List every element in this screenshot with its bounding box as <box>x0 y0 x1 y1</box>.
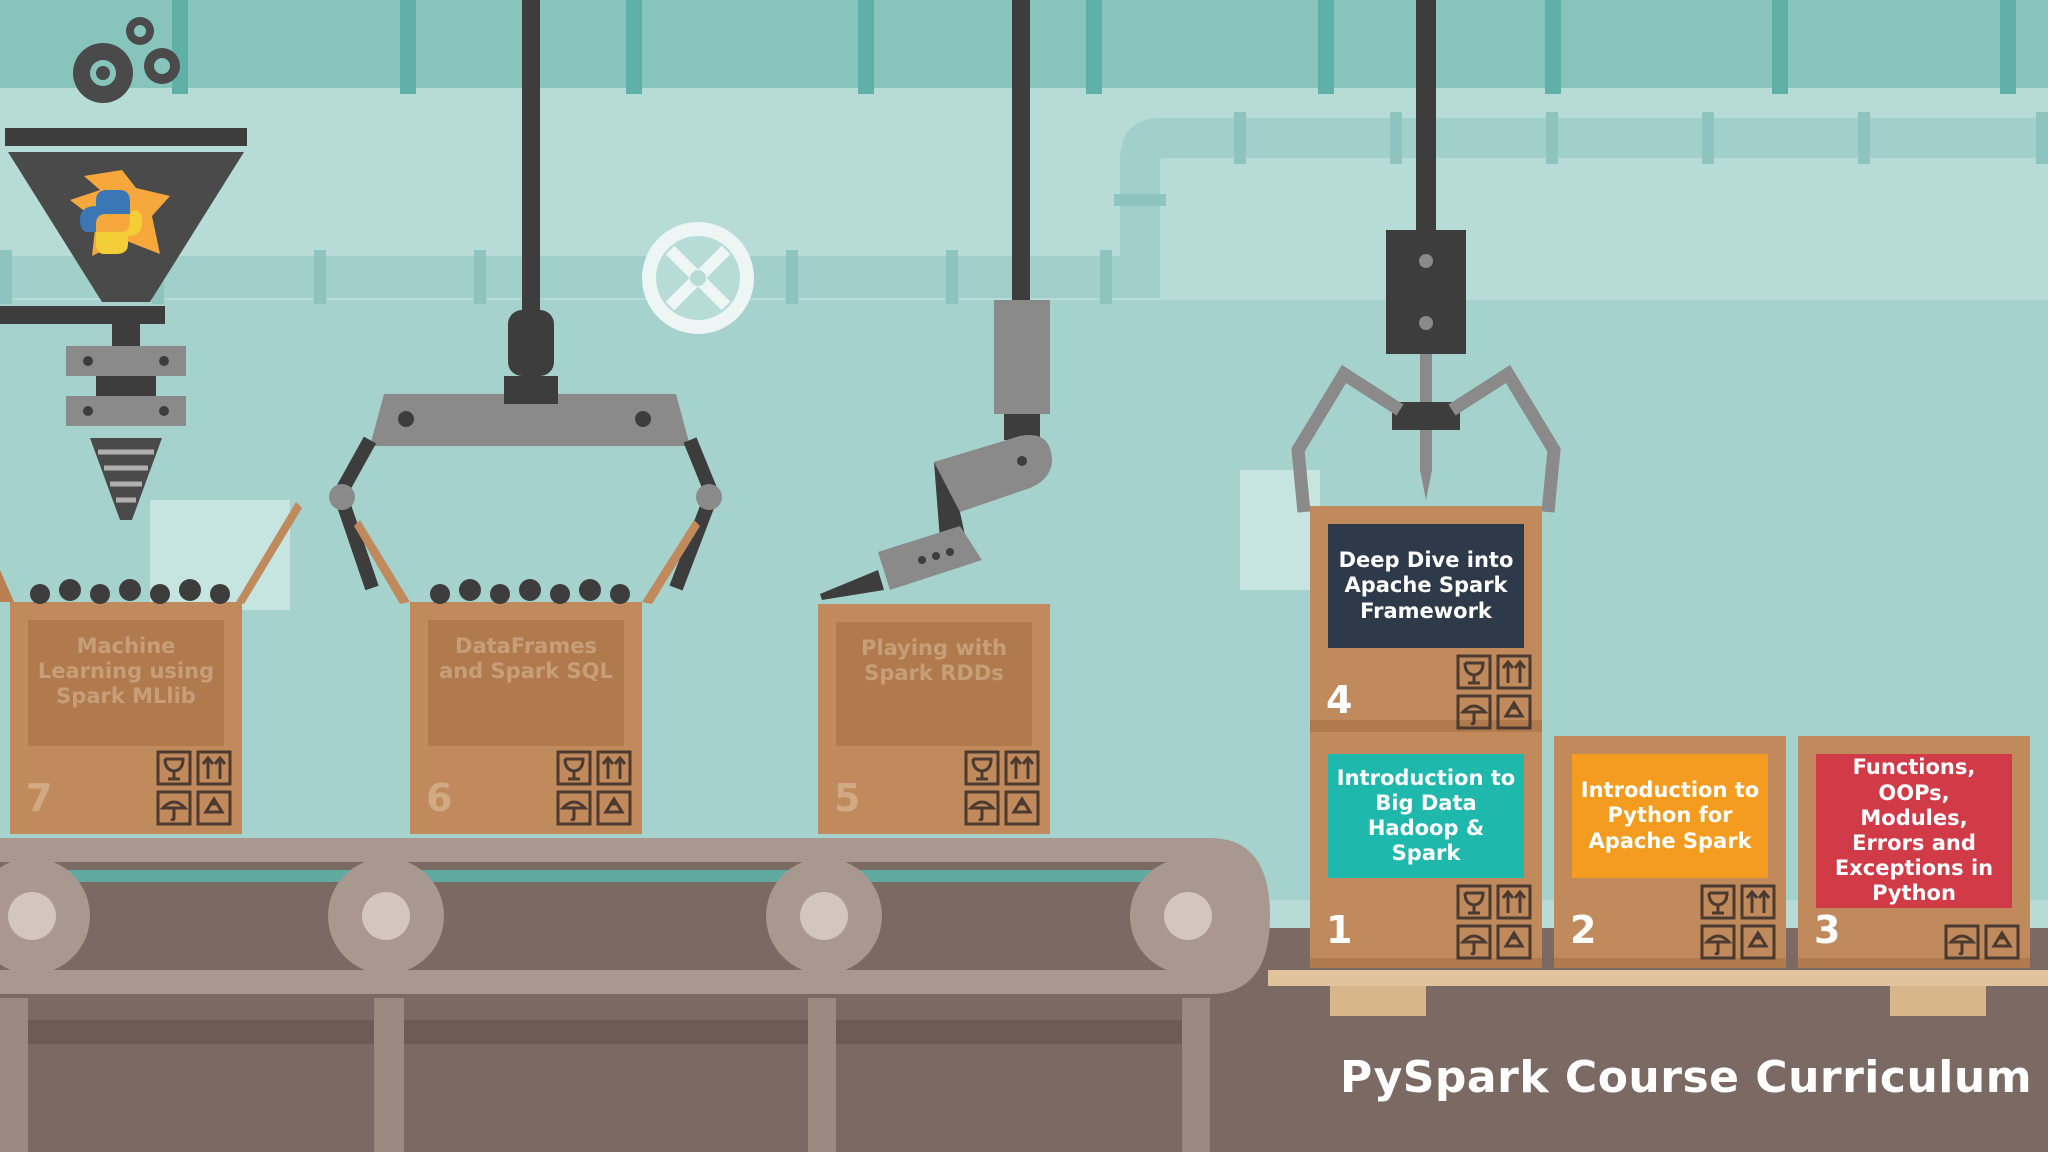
this-way-up-icon <box>196 750 232 786</box>
recycle-icon <box>1740 924 1776 960</box>
module-6-number: 6 <box>426 776 453 820</box>
this-way-up-icon <box>1496 884 1532 920</box>
module-2-number: 2 <box>1570 908 1597 952</box>
keep-dry-umbrella-icon <box>1944 924 1980 960</box>
fragile-glass-icon <box>1700 884 1736 920</box>
keep-dry-umbrella-icon <box>156 790 192 826</box>
module-7-title: Machine Learning using Spark MLlib <box>37 634 215 709</box>
recycle-icon <box>196 790 232 826</box>
module-4-title: Deep Dive into Apache Spark Framework <box>1328 524 1524 648</box>
keep-dry-umbrella-icon <box>1700 924 1736 960</box>
keep-dry-umbrella-icon <box>1456 694 1492 730</box>
fragile-glass-icon <box>556 750 592 786</box>
fragile-glass-icon <box>964 750 1000 786</box>
page-title: PySpark Course Curriculum <box>1340 1052 2033 1103</box>
this-way-up-icon <box>1740 884 1776 920</box>
module-4-number: 4 <box>1326 678 1353 722</box>
mid-pipe <box>0 256 1120 298</box>
robot-arm <box>820 0 1052 600</box>
python-logo-icon <box>80 190 142 254</box>
module-5-number: 5 <box>834 776 861 820</box>
fragile-glass-icon <box>1456 884 1492 920</box>
hopper <box>0 128 247 520</box>
pallet <box>1268 970 2048 1016</box>
module-1-number: 1 <box>1326 908 1353 952</box>
module-6-title: DataFrames and Spark SQL <box>439 634 613 684</box>
box-6 <box>354 520 700 834</box>
module-3-title: Functions, OOPs, Modules, Errors and Exc… <box>1816 754 2012 908</box>
recycle-icon <box>1496 694 1532 730</box>
keep-dry-umbrella-icon <box>1456 924 1492 960</box>
this-way-up-icon <box>1496 654 1532 690</box>
recycle-icon <box>596 790 632 826</box>
this-way-up-icon <box>1004 750 1040 786</box>
module-3-number: 3 <box>1814 908 1841 952</box>
gears-icon <box>73 17 180 103</box>
conveyor-belt <box>0 838 1270 1152</box>
module-7-number: 7 <box>26 776 53 820</box>
claw-arm-1 <box>329 0 722 591</box>
module-1-title: Introduction to Big Data Hadoop & Spark <box>1328 754 1524 878</box>
box-7 <box>0 502 302 834</box>
claw-arm-2 <box>1291 0 1561 513</box>
keep-dry-umbrella-icon <box>964 790 1000 826</box>
module-5-title: Playing with Spark RDDs <box>861 636 1007 686</box>
recycle-icon <box>1496 924 1532 960</box>
recycle-icon <box>1004 790 1040 826</box>
module-2-title: Introduction to Python for Apache Spark <box>1572 754 1768 878</box>
keep-dry-umbrella-icon <box>556 790 592 826</box>
fragile-glass-icon <box>1456 654 1492 690</box>
this-way-up-icon <box>596 750 632 786</box>
recycle-icon <box>1984 924 2020 960</box>
valve-wheel-icon <box>642 222 754 334</box>
fragile-glass-icon <box>156 750 192 786</box>
box-5 <box>818 604 1050 834</box>
